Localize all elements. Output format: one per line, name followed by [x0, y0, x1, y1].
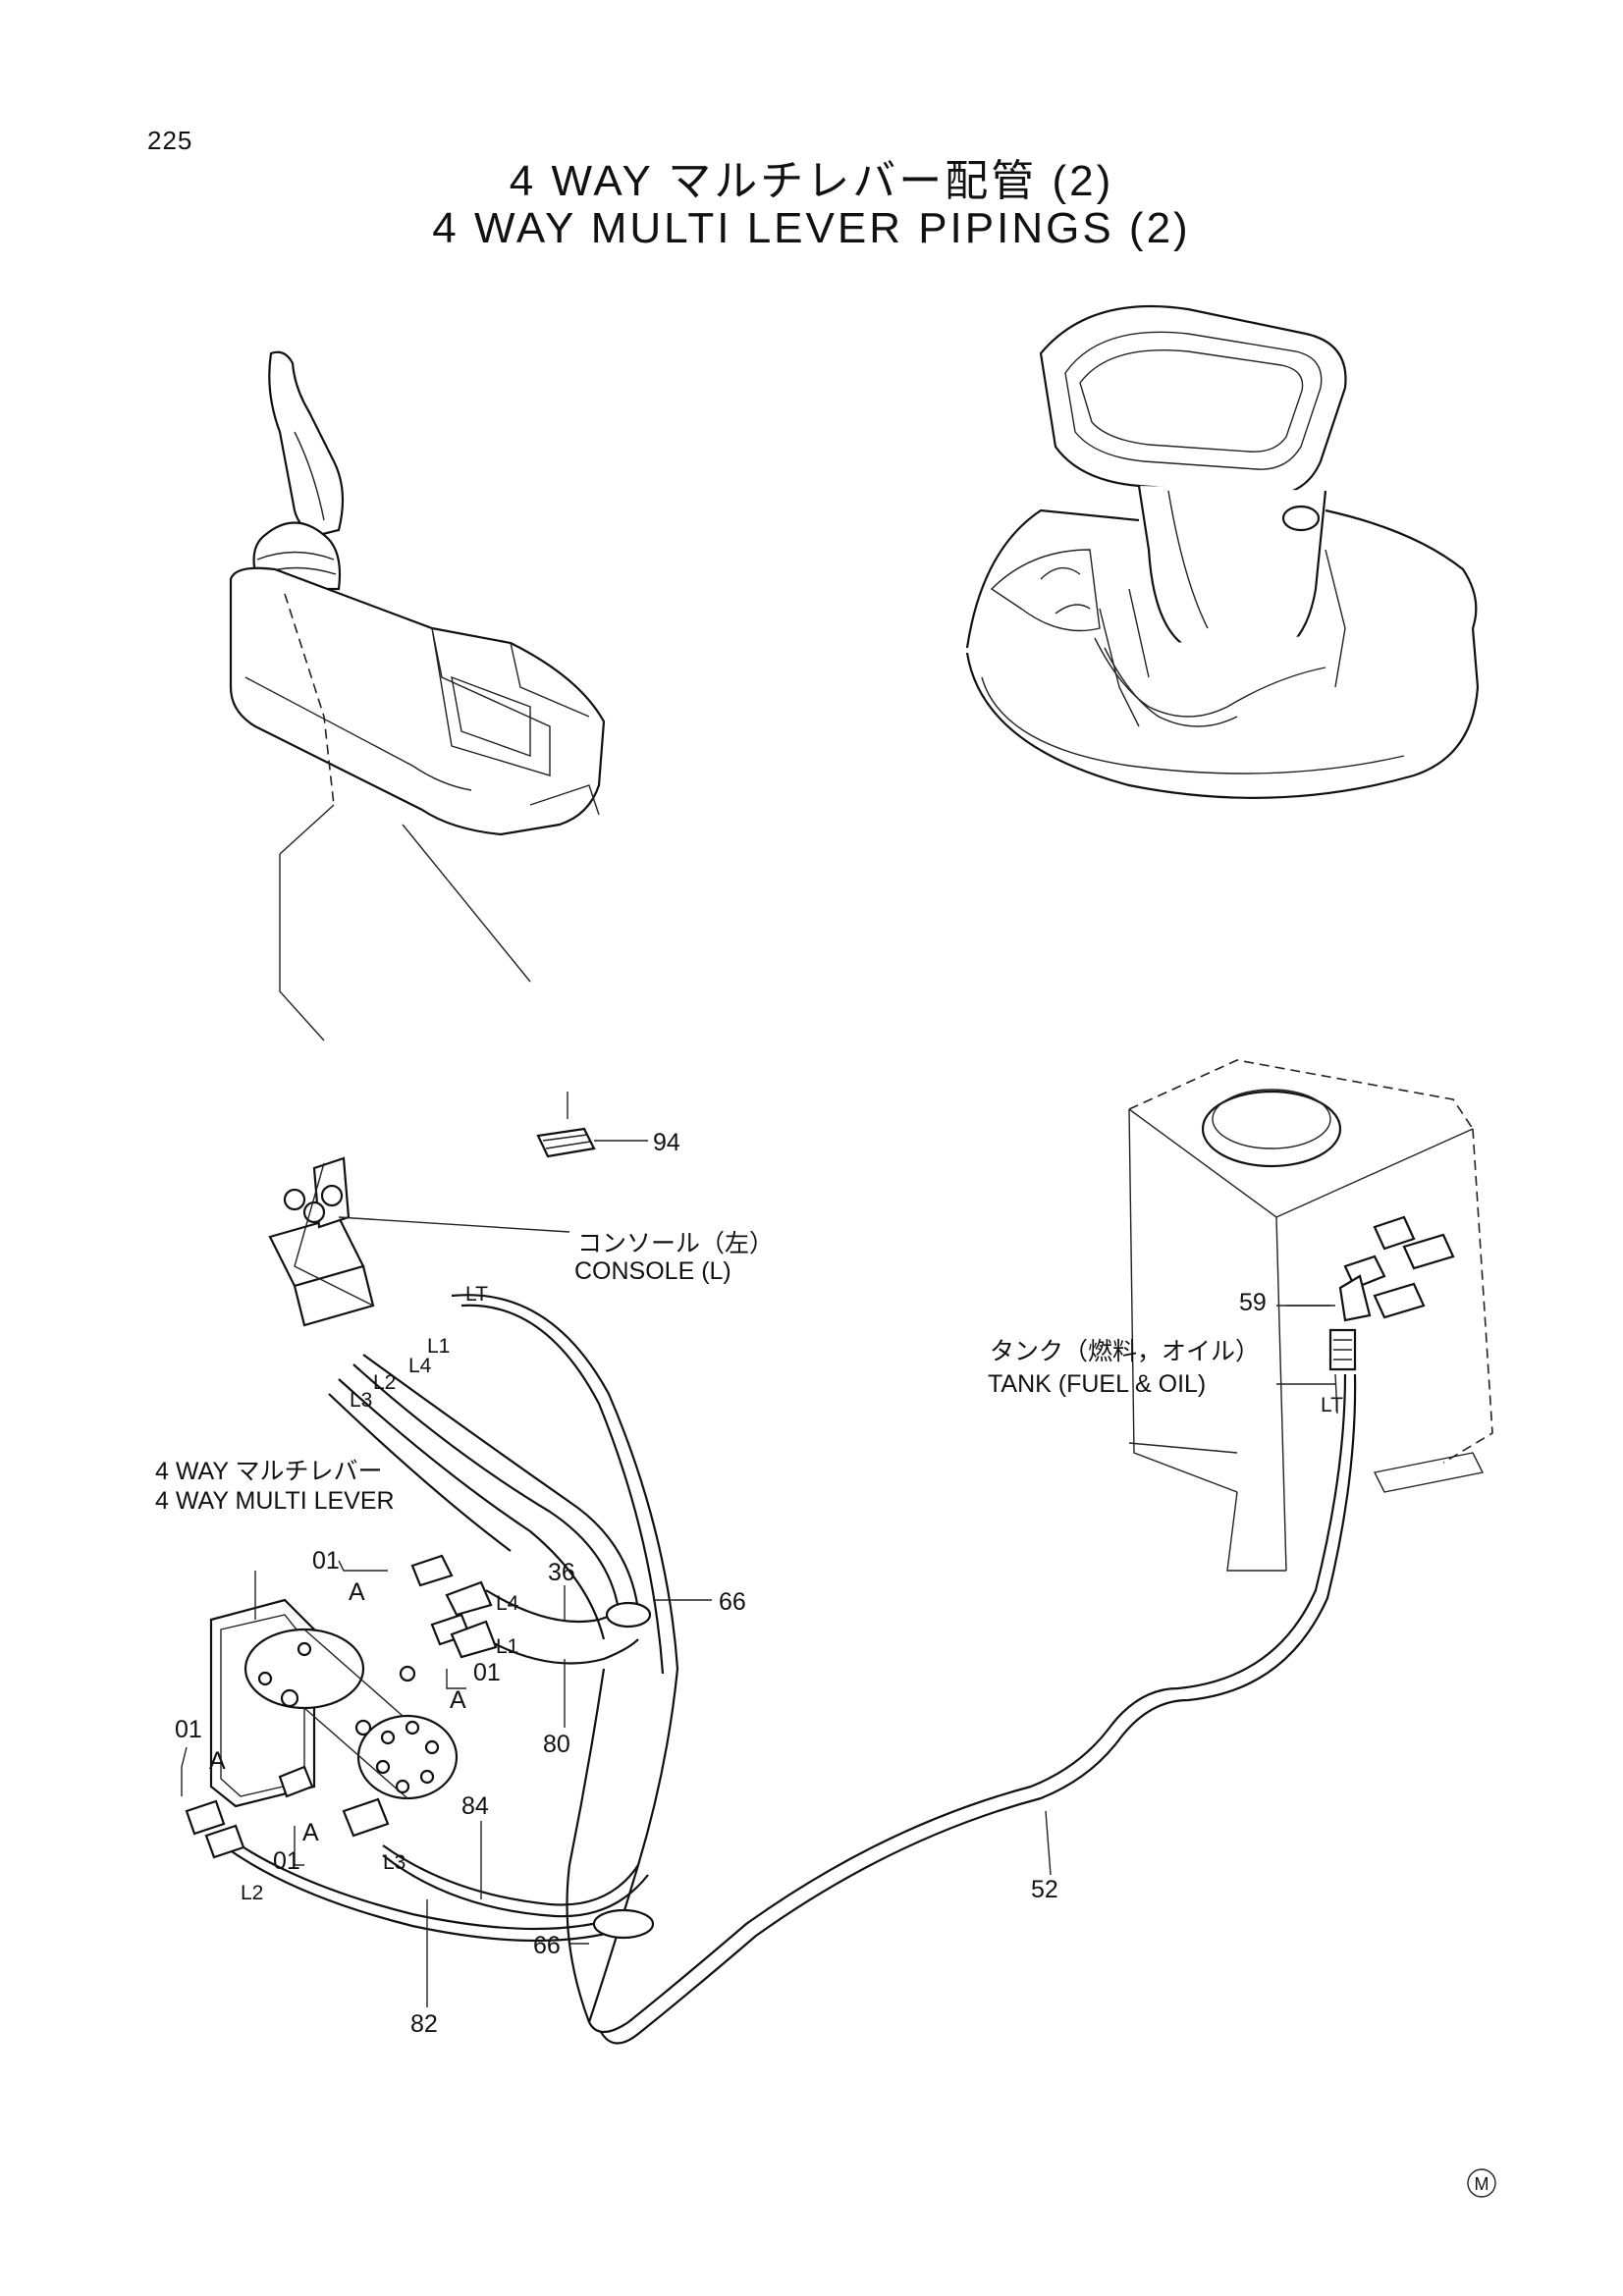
port-l2-valve: L2 — [373, 1371, 396, 1394]
console-en-label: CONSOLE (L) — [574, 1257, 731, 1285]
part-84-label: 84 — [461, 1792, 489, 1820]
part-52-label: 52 — [1031, 1876, 1058, 1903]
port-l3-lever: L3 — [383, 1851, 406, 1874]
leader-lines — [181, 1305, 1338, 2007]
part-01-d-label: 01 — [273, 1847, 300, 1875]
corner-mark: M — [1467, 2168, 1496, 2198]
lever-jp-label: 4 WAY マルチレバー — [155, 1458, 383, 1485]
part-66-a-label: 66 — [719, 1588, 746, 1616]
page-number: 225 — [147, 126, 193, 155]
detail-a1-label: A — [349, 1578, 365, 1606]
port-l1-valve: L1 — [427, 1335, 450, 1358]
tank-jp-label: タンク（燃料，オイル） — [990, 1338, 1260, 1365]
pad-94-illustration — [536, 1092, 648, 1158]
cab-seat-illustration — [965, 304, 1480, 799]
tank-en-label: TANK (FUEL & OIL) — [988, 1370, 1206, 1398]
port-l1-lever: L1 — [496, 1635, 518, 1658]
part-80-label: 80 — [543, 1731, 570, 1758]
port-lt-valve: LT — [465, 1283, 488, 1306]
detail-a2-label: A — [450, 1686, 466, 1714]
corner-mark-letter: M — [1475, 2174, 1489, 2194]
port-l3-valve: L3 — [350, 1389, 372, 1412]
detail-a3-label: A — [209, 1747, 226, 1775]
port-l4-valve: L4 — [408, 1355, 432, 1377]
detail-a4-label: A — [302, 1819, 319, 1846]
labels: 94 コンソール（左） CONSOLE (L) LT L1 L4 L2 L3 5… — [155, 1129, 1343, 2038]
part-01-a-label: 01 — [312, 1547, 340, 1575]
port-l4-lever: L4 — [496, 1592, 519, 1615]
title-japanese: 4 WAY マルチレバー配管 (2) — [509, 157, 1114, 205]
part-94-label: 94 — [653, 1129, 680, 1156]
part-66-b-label: 66 — [533, 1932, 561, 1959]
multi-lever-illustration — [209, 1571, 459, 1808]
port-l2-lever: L2 — [241, 1882, 263, 1904]
lever-en-label: 4 WAY MULTI LEVER — [155, 1487, 395, 1515]
part-01-b-label: 01 — [473, 1659, 501, 1686]
part-36-label: 36 — [548, 1559, 575, 1586]
hoses — [185, 1294, 1357, 2045]
console-jp-label: コンソール（左） — [577, 1230, 774, 1257]
part-01-c-label: 01 — [175, 1716, 202, 1743]
part-59-label: 59 — [1239, 1289, 1267, 1316]
port-lt-tank: LT — [1321, 1394, 1343, 1416]
part-82-label: 82 — [410, 2010, 438, 2038]
tank-illustration — [1128, 1059, 1493, 1572]
title-english: 4 WAY MULTI LEVER PIPINGS (2) — [432, 204, 1191, 252]
pilot-valve-illustration — [268, 854, 570, 1327]
console-left-illustration — [229, 350, 606, 983]
